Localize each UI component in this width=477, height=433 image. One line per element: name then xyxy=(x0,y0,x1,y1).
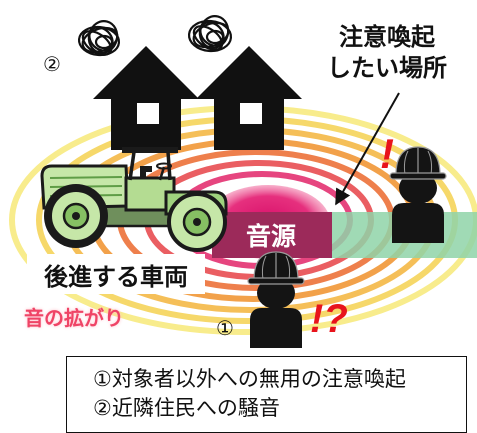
vehicle-label: 後進する車両 xyxy=(27,254,205,294)
road-roller-icon xyxy=(40,147,228,252)
rear-wheel xyxy=(44,184,108,248)
sound-spread-label: 音の拡がり xyxy=(24,306,124,330)
legend-item-2: ②近隣住民への騒音 xyxy=(93,396,280,420)
legend-item-1: ①対象者以外への無用の注意喚起 xyxy=(93,367,406,391)
worker-helmet-icon xyxy=(389,146,447,243)
noise-scribble-icon xyxy=(187,15,233,53)
source-label-band xyxy=(212,212,332,258)
worker-marker: ① xyxy=(216,316,234,340)
house-icon xyxy=(196,46,302,150)
legend-box: ①対象者以外への無用の注意喚起 ②近隣住民への騒音 xyxy=(66,356,467,433)
noise-scribble-icon xyxy=(77,20,121,57)
sound-source-label: 音源 xyxy=(245,222,296,251)
callout-line-2: したい場所 xyxy=(327,54,447,82)
house-window xyxy=(137,103,159,124)
callout-label: 注意喚起 したい場所 xyxy=(322,22,452,84)
neighbors-marker: ② xyxy=(43,52,61,76)
callout-line-1: 注意喚起 xyxy=(339,23,435,51)
arrow-icon xyxy=(335,92,400,206)
operator-seat xyxy=(140,166,152,179)
alert-mark-right-worker: ! xyxy=(380,130,394,177)
canopy xyxy=(122,147,178,181)
house-icon xyxy=(93,46,199,150)
house-window xyxy=(240,103,262,124)
steering-wheel xyxy=(156,162,172,181)
front-drum xyxy=(167,192,227,252)
alert-mark-front-worker: !? xyxy=(310,297,348,341)
